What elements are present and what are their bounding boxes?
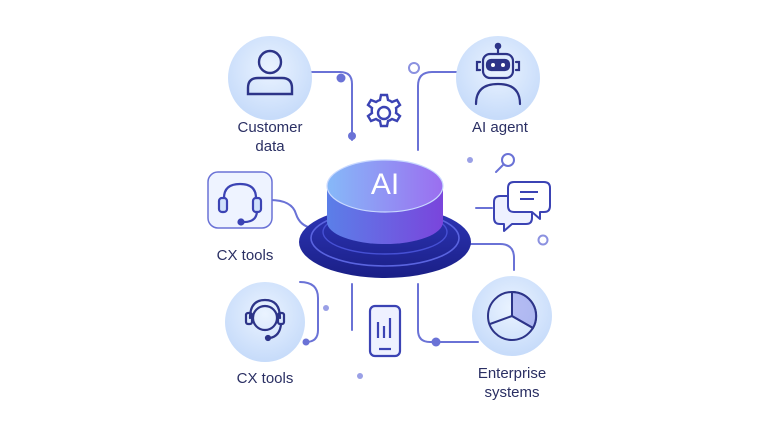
dot xyxy=(348,132,356,140)
ring-dot xyxy=(408,62,420,74)
connector-hub-down-right xyxy=(417,283,479,343)
node-label-cx-tools-bottom: CX tools xyxy=(236,370,294,387)
dot xyxy=(336,73,346,83)
node-label-ai-agent: AI agent xyxy=(472,119,528,136)
node-label-enterprise-systems: Enterprise systems xyxy=(477,365,547,401)
support-agent-icon xyxy=(244,298,286,342)
pie-chart-icon xyxy=(487,290,538,341)
ring-dot xyxy=(537,234,549,246)
dot xyxy=(357,373,363,379)
smartphone-chart-icon xyxy=(368,304,402,358)
node-label-cx-tools-top: CX tools xyxy=(216,247,274,264)
connector-cx-tools-bottom xyxy=(299,281,319,343)
person-icon xyxy=(246,49,294,96)
gear-icon xyxy=(366,93,402,128)
decorative-dots xyxy=(302,73,473,379)
magnifier-icon xyxy=(495,153,515,173)
connector-cx-tools-top xyxy=(269,199,313,229)
robot-icon xyxy=(474,42,522,106)
dot xyxy=(302,338,310,346)
dot xyxy=(323,305,329,311)
node-cx-tools-bottom xyxy=(225,282,305,362)
hub-label: AI xyxy=(370,168,400,201)
headset-icon xyxy=(207,171,273,229)
connector-enterprise xyxy=(451,243,515,271)
dot xyxy=(467,157,473,163)
ai-hub xyxy=(299,159,471,278)
node-circle xyxy=(225,282,305,362)
connectors xyxy=(269,71,515,343)
dot xyxy=(431,337,441,347)
node-enterprise-systems xyxy=(472,276,552,356)
connector-customer-data xyxy=(307,71,353,141)
node-ai-agent xyxy=(456,36,540,120)
hub-cylinder-top xyxy=(327,160,443,212)
chat-bubbles-icon xyxy=(493,181,551,232)
connector-ai-agent xyxy=(417,71,465,151)
node-label-customer-data: Customer data xyxy=(237,119,303,155)
node-customer-data xyxy=(228,36,312,120)
